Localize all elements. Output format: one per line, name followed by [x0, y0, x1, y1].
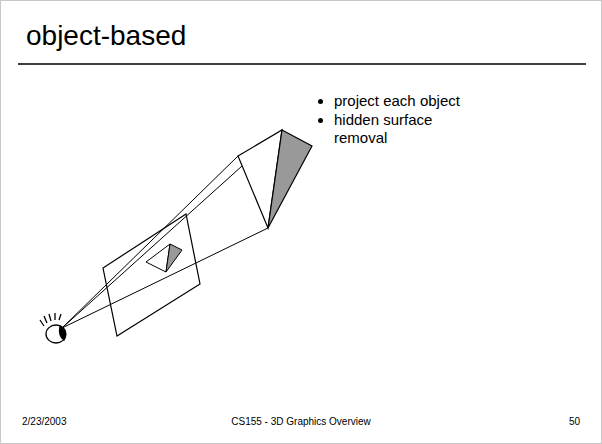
projection-rays — [62, 130, 282, 328]
pyramid-shaded-face — [268, 130, 312, 228]
bullet-list: project each object hidden surface remova… — [318, 92, 462, 148]
projected-image-shade — [166, 244, 182, 272]
projection-plane — [103, 214, 200, 336]
eye-symbol — [40, 313, 66, 343]
slide-title: object-based — [26, 20, 186, 52]
footer-course: CS155 - 3D Graphics Overview — [231, 416, 371, 427]
bullet-point: hidden surface removal — [334, 111, 462, 146]
bullet-point: project each object — [334, 92, 462, 109]
title-rule — [18, 63, 586, 65]
slide-number: 50 — [569, 416, 580, 427]
footer-date: 2/23/2003 — [22, 416, 67, 427]
